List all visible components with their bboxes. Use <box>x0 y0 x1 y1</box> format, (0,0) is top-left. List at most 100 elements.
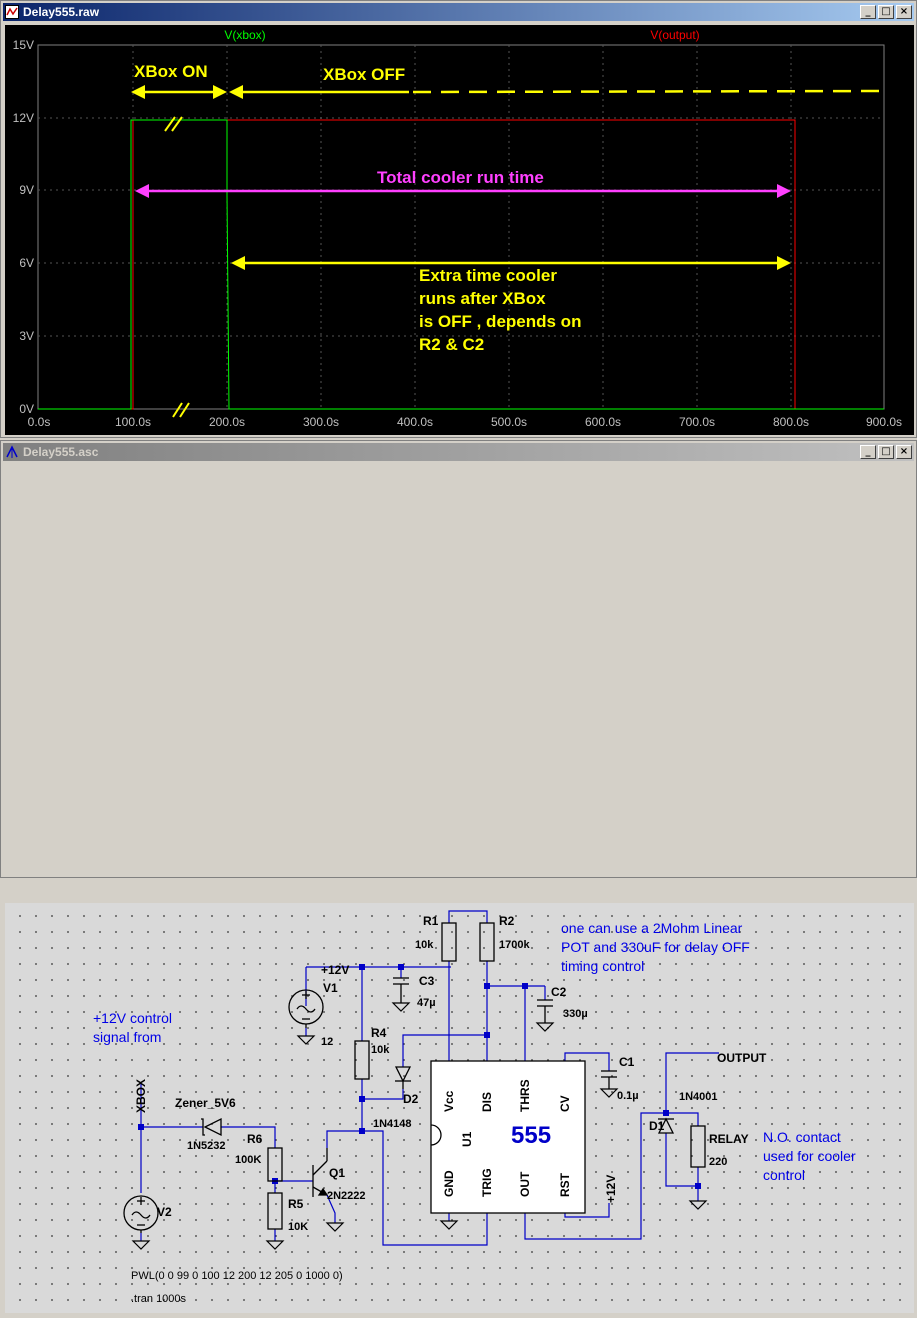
pin-gnd: GND <box>442 1170 456 1197</box>
maximize-button[interactable]: □ <box>878 445 894 459</box>
y-tick-label: 12V <box>13 111 34 125</box>
q1-symbol <box>312 1148 329 1197</box>
label-c1-value: 0.1µ <box>617 1090 639 1102</box>
label-v2: V2 <box>157 1205 172 1219</box>
label-r1-value: 10k <box>415 939 434 951</box>
label-output: OUTPUT <box>717 1051 767 1065</box>
label-q1: Q1 <box>329 1166 345 1180</box>
label-r1: R1 <box>423 914 439 928</box>
schematic-app-icon <box>5 445 19 459</box>
x-tick-label: 0.0s <box>28 415 51 429</box>
label-plus12-rst: +12V <box>604 1175 618 1203</box>
label-relay: RELAY <box>709 1132 749 1146</box>
y-tick-label: 3V <box>19 329 34 343</box>
xbox-off-arrow <box>229 85 885 99</box>
waveform-titlebar[interactable]: Delay555.raw _ □ × <box>3 3 914 21</box>
label-r5-value: 10K <box>288 1221 308 1233</box>
total-run-arrow <box>135 184 791 198</box>
label-c3-value: 47µ <box>417 997 436 1009</box>
plot-frame <box>37 44 885 410</box>
y-tick-label: 15V <box>13 38 34 52</box>
label-d2-value: 1N4148 <box>373 1118 412 1130</box>
x-tick-label: 100.0s <box>115 415 151 429</box>
label-r6-value: 100K <box>235 1154 261 1166</box>
annotation-xbox-off: XBox OFF <box>323 65 405 84</box>
pin-cv: CV <box>558 1095 572 1112</box>
label-r4-value: 10k <box>371 1044 390 1056</box>
label-q1-value: 2N2222 <box>327 1190 366 1202</box>
trace-legend-xbox[interactable]: V(xbox) <box>224 28 265 42</box>
label-u1: U1 <box>460 1131 474 1147</box>
annotation-extra-line: is OFF , depends on <box>419 312 581 331</box>
label-c3: C3 <box>419 974 435 988</box>
label-d2: D2 <box>403 1092 419 1106</box>
x-tick-label: 900.0s <box>866 415 902 429</box>
pin-thrs: THRS <box>518 1079 532 1112</box>
trace-output <box>38 119 884 410</box>
label-c1: C1 <box>619 1055 635 1069</box>
trace-legend-output[interactable]: V(output) <box>650 28 699 42</box>
annotation-extra-line: runs after XBox <box>419 289 546 308</box>
annotation-extra-line: Extra time cooler <box>419 266 557 285</box>
extra-time-arrow <box>231 256 791 270</box>
x-tick-label: 200.0s <box>209 415 245 429</box>
pin-out: OUT <box>518 1171 532 1197</box>
schematic-titlebar[interactable]: Delay555.asc _ □ × <box>3 443 914 461</box>
annotation-extra-line: R2 & C2 <box>419 335 484 354</box>
close-button[interactable]: × <box>896 445 912 459</box>
axis-break-marks <box>164 116 190 418</box>
label-r2: R2 <box>499 914 515 928</box>
r1-symbol <box>441 922 457 962</box>
waveform-window-title: Delay555.raw <box>23 5 100 19</box>
annotation-xbox-on: XBox ON <box>134 62 208 81</box>
label-c2: C2 <box>551 985 567 999</box>
pin-rst: RST <box>558 1172 572 1197</box>
label-v1: V1 <box>323 981 338 995</box>
annotation-total-run: Total cooler run time <box>377 168 544 187</box>
label-r2-value: 1700k <box>499 939 530 951</box>
note-relay: used for cooler <box>763 1148 856 1164</box>
schematic-window: Delay555.asc _ □ × <box>0 440 917 1313</box>
label-d1: D1 <box>649 1119 665 1133</box>
plot-grid <box>38 45 884 409</box>
schematic-svg: R1 10k R2 1700k C2 330µ C3 47µ C1 0.1µ V… <box>93 910 856 1305</box>
note-relay: control <box>763 1167 805 1183</box>
pin-trig: TRIG <box>480 1168 494 1197</box>
note-pot: POT and 330uF for delay OFF <box>561 939 750 955</box>
note-control: signal from <box>93 1029 161 1045</box>
label-relay-value: 220 <box>709 1156 727 1168</box>
minimize-button[interactable]: _ <box>860 5 876 19</box>
note-pot: timing control <box>561 958 644 974</box>
y-tick-label: 0V <box>19 402 34 416</box>
close-button[interactable]: × <box>896 5 912 19</box>
r5-symbol <box>267 1192 283 1230</box>
label-r6: R6 <box>247 1132 263 1146</box>
schematic-canvas[interactable]: R1 10k R2 1700k C2 330µ C3 47µ C1 0.1µ V… <box>5 903 914 1313</box>
label-c2-value: 330µ <box>563 1008 588 1020</box>
spice-tran-directive[interactable]: .tran 1000s <box>131 1293 187 1305</box>
r6-symbol <box>267 1147 283 1182</box>
note-control: +12V control <box>93 1010 172 1026</box>
label-zener: Zener_5V6 <box>175 1096 236 1110</box>
x-tick-label: 400.0s <box>397 415 433 429</box>
x-tick-label: 700.0s <box>679 415 715 429</box>
x-tick-label: 800.0s <box>773 415 809 429</box>
x-tick-label: 500.0s <box>491 415 527 429</box>
label-xbox: XBOX <box>134 1079 148 1113</box>
spice-pwl-directive[interactable]: PWL(0 0 99 0 100 12 200 12 205 0 1000 0) <box>131 1270 343 1282</box>
label-r4: R4 <box>371 1026 387 1040</box>
waveform-app-icon <box>5 5 19 19</box>
note-relay: N.O. contact <box>763 1129 841 1145</box>
d2-symbol <box>394 1066 412 1083</box>
label-zener-value: 1N5232 <box>187 1140 226 1152</box>
xbox-on-arrow <box>131 85 227 99</box>
maximize-button[interactable]: □ <box>878 5 894 19</box>
minimize-button[interactable]: _ <box>860 445 876 459</box>
r4-symbol <box>354 1040 370 1080</box>
waveform-plot-area[interactable]: 15V 12V 9V 6V 3V 0V 0.0s 100.0s 200.0s 3… <box>5 25 914 435</box>
trace-xbox <box>38 119 884 410</box>
y-tick-label: 6V <box>19 256 34 270</box>
waveform-window: Delay555.raw _ □ × <box>0 0 917 438</box>
schematic-window-title: Delay555.asc <box>23 445 99 459</box>
r2-symbol <box>479 922 495 962</box>
